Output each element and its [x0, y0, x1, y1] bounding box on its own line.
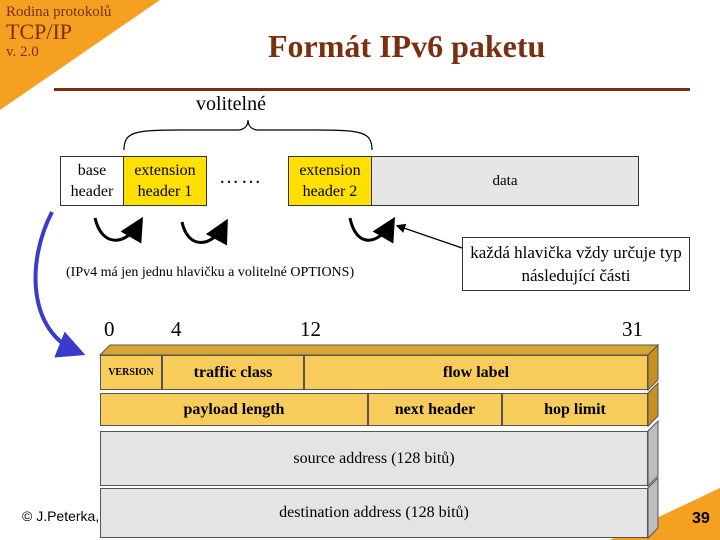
base-header-label: base header	[70, 162, 114, 200]
page-number: 39	[692, 510, 710, 527]
source-address-field: source address (128 bitů)	[100, 431, 648, 486]
bit-4: 4	[171, 317, 182, 341]
traffic-class-field: traffic class	[162, 355, 304, 390]
data-box: data	[371, 156, 639, 206]
extension-header-1-box: extension header 1	[123, 156, 207, 206]
slide-title: Formát IPv6 paketu	[268, 28, 546, 64]
flow-label-label: flow label	[442, 363, 510, 381]
traffic-class-label: traffic class	[193, 363, 273, 381]
copyright: © J.Peterka, M	[22, 508, 115, 524]
bit-31: 31	[622, 317, 643, 341]
ipv4-note: (IPv4 má jen jednu hlavičku a volitelné …	[66, 265, 355, 280]
next-header-label: next header	[394, 400, 476, 418]
version-label: v. 2.0	[6, 44, 39, 60]
bit-0: 0	[104, 317, 115, 341]
chain-note: každá hlavička vždy určuje typ následují…	[462, 237, 690, 291]
next-header-field: next header	[368, 393, 502, 426]
flow-label-field: flow label	[304, 355, 648, 390]
destination-address-field: destination address (128 bitů)	[100, 488, 648, 538]
title-rule	[54, 88, 690, 91]
extension-header-2-box: extension header 2	[288, 156, 372, 206]
source-address-label: source address (128 bitů)	[293, 449, 455, 467]
optional-label: volitelné	[196, 93, 266, 115]
extension-header-1-label: extension header 1	[134, 162, 196, 200]
ellipsis: ……	[219, 166, 263, 188]
corner-decoration-top	[0, 0, 160, 110]
payload-length-label: payload length	[183, 400, 285, 418]
chain-note-text: každá hlavička vždy určuje typ následují…	[470, 243, 682, 285]
version-field: VERSION	[100, 355, 162, 390]
destination-address-label: destination address (128 bitů)	[279, 504, 469, 521]
protocol-label: TCP/IP	[6, 19, 73, 44]
version-label: VERSION	[108, 367, 154, 378]
payload-length-field: payload length	[100, 393, 368, 426]
extension-header-2-label: extension header 2	[299, 162, 361, 200]
series-label: Rodina protokolů	[6, 4, 112, 20]
data-label: data	[492, 172, 518, 189]
optional-brace	[123, 119, 373, 151]
hop-limit-field: hop limit	[502, 393, 648, 426]
hop-limit-label: hop limit	[544, 400, 606, 418]
bit-12: 12	[300, 317, 321, 341]
